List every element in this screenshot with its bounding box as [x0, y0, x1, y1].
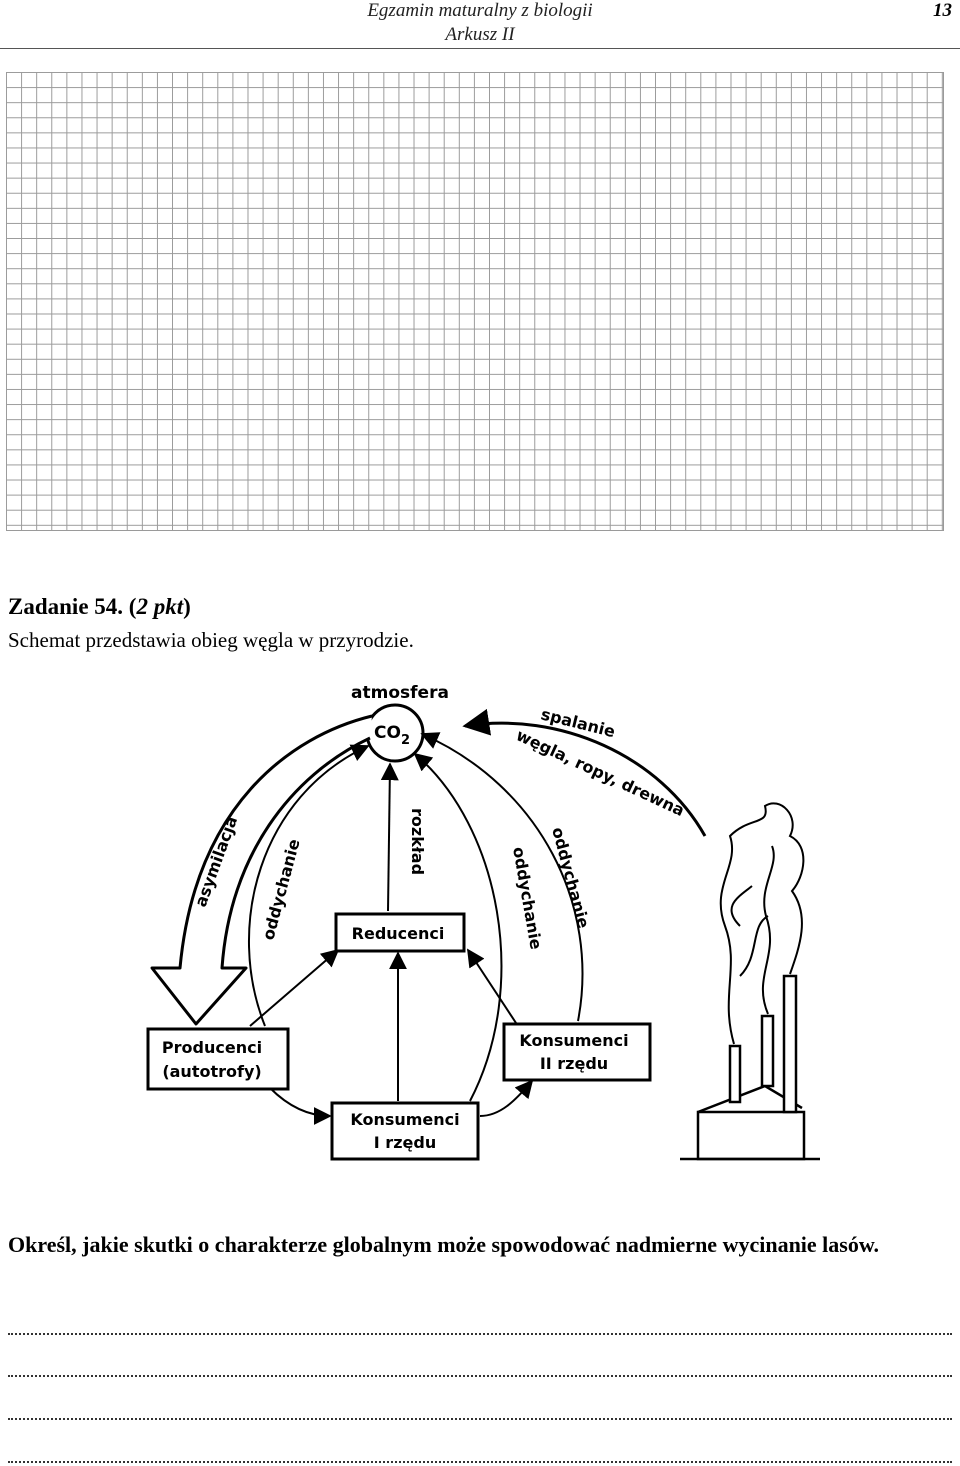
producers-to-reducers-arrow — [249, 948, 340, 1027]
reducers-label: Reducenci — [352, 924, 445, 943]
consumers2-respiration-arrow — [420, 732, 584, 1022]
atmosphere-label: atmosfera — [351, 683, 449, 703]
producers-label-line2: (autotrofy) — [162, 1062, 261, 1081]
assimilation-arrow — [150, 714, 373, 1026]
consumers1-label-line1: Konsumenci — [350, 1110, 459, 1129]
points-open: ( — [128, 594, 137, 619]
consumers2-box: Konsumenci II rzędu — [502, 1022, 652, 1082]
consumers2-label-line1: Konsumenci — [519, 1031, 628, 1050]
producers-respiration-label: oddychanie — [259, 837, 304, 942]
answer-line[interactable] — [8, 1375, 952, 1377]
producers-respiration-arrow — [248, 744, 370, 1027]
combustion-label-line2: węgla, ropy, drewna — [513, 725, 687, 820]
chimney-left — [728, 1044, 742, 1104]
factory-building — [696, 1110, 806, 1161]
decomposition-label: rozkład — [408, 808, 427, 875]
header-rule — [0, 48, 960, 49]
co2-text: CO — [374, 723, 401, 743]
consumers1-label-line2: I rzędu — [374, 1133, 436, 1152]
page-header: Egzamin maturalny z biologii Arkusz II 1… — [0, 0, 960, 49]
chimney-middle — [760, 1014, 775, 1088]
factory-illustration — [680, 802, 820, 1161]
task-intro: Schemat przedstawia obieg węgla w przyro… — [8, 628, 414, 652]
points-close: ) — [183, 594, 191, 619]
co2-subscript: 2 — [401, 733, 410, 748]
page-number: 13 — [933, 0, 952, 21]
exam-sheet-label: Arkusz II — [445, 24, 515, 45]
consumers1-respiration-label: oddychanie — [509, 845, 546, 951]
consumers1-respiration-arrow — [413, 752, 503, 1102]
task-title: Zadanie 54. (2 pkt) — [8, 594, 191, 620]
producers-to-consumers1-arrow — [269, 1087, 332, 1125]
chimney-right — [782, 974, 798, 1114]
consumers2-label-line2: II rzędu — [540, 1054, 608, 1073]
carbon-cycle-diagram: atmosfera CO2 asymilacja oddychanie rozk… — [146, 683, 820, 1161]
consumers1-to-consumers2-arrow — [479, 1079, 534, 1117]
reducers-box: Reducenci — [334, 912, 466, 953]
consumers2-respiration-label: oddychanie — [548, 825, 593, 930]
task-number: Zadanie 54. — [8, 594, 124, 619]
draft-grid — [6, 72, 944, 531]
decomposition-arrow — [380, 762, 399, 912]
answer-line[interactable] — [8, 1333, 952, 1335]
consumers1-box: Konsumenci I rzędu — [330, 1101, 480, 1161]
exam-title: Egzamin maturalny z biologii — [367, 0, 593, 21]
task-question: Określ, jakie skutki o charakterze globa… — [8, 1232, 880, 1257]
task-points: 2 pkt — [136, 594, 184, 619]
smoke — [719, 802, 805, 1045]
consumers2-to-reducers-arrow — [467, 948, 519, 1027]
combustion-arrow — [462, 708, 707, 837]
answer-line[interactable] — [8, 1418, 952, 1420]
answer-line[interactable] — [8, 1461, 952, 1463]
producers-box: Producenci (autotrofy) — [146, 1027, 290, 1091]
co2-label: CO2 — [374, 723, 410, 748]
producers-label-line1: Producenci — [162, 1038, 262, 1057]
